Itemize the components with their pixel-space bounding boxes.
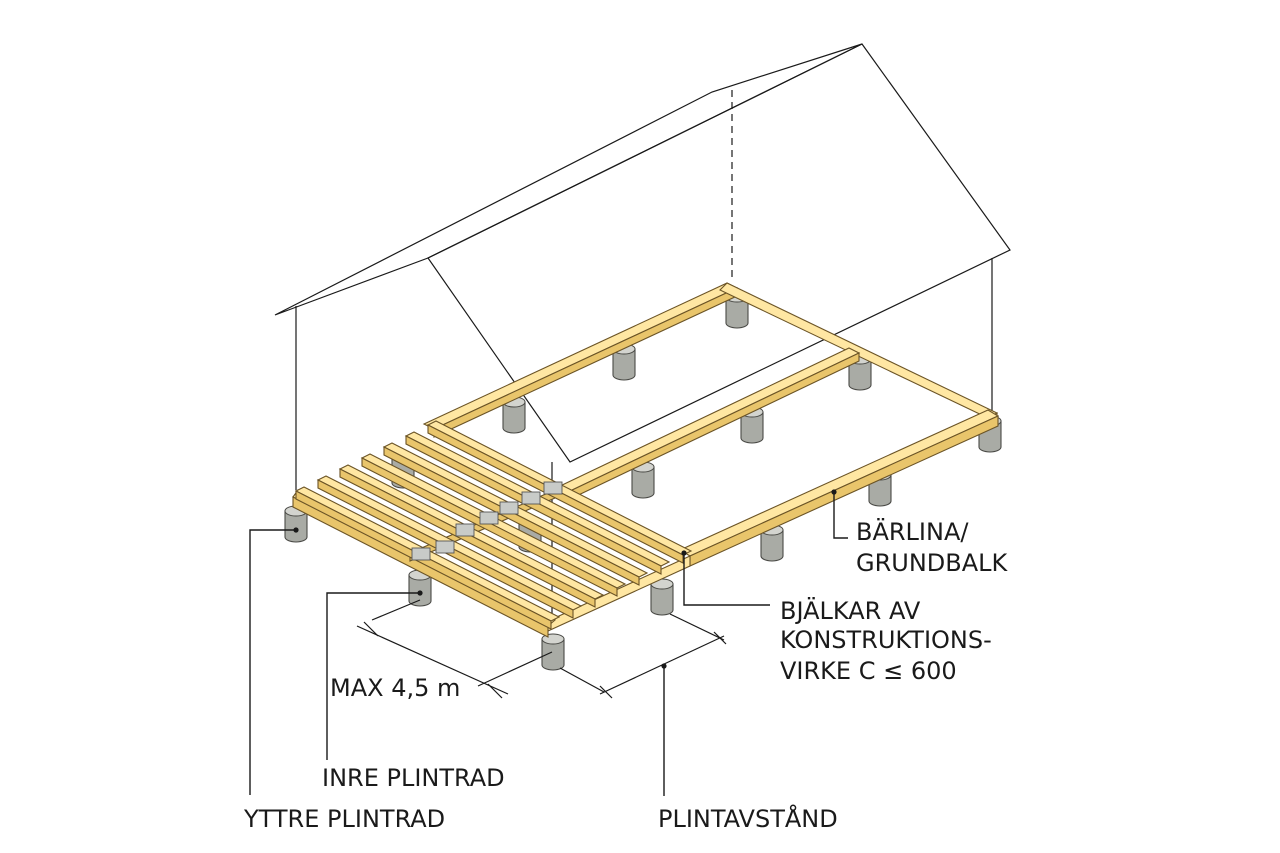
leader-bjalkar <box>683 553 770 606</box>
label-bjalkar-3: VIRKE C ≤ 600 <box>780 657 957 685</box>
middle-beam-top <box>556 347 861 493</box>
plinth-body <box>284 510 308 543</box>
bracket <box>479 511 499 525</box>
house-outline <box>274 43 1011 625</box>
dimension-plintavstand <box>559 613 727 699</box>
plinth-body <box>502 401 526 434</box>
plinth-body <box>650 583 674 616</box>
bracket <box>455 523 475 537</box>
back-beam-top <box>422 282 739 430</box>
plinth-body <box>612 348 636 381</box>
plinth-body <box>725 296 749 329</box>
plinth-body <box>848 358 872 391</box>
leader-yttre <box>249 529 296 795</box>
label-max-span: MAX 4,5 m <box>330 674 460 702</box>
dim-ext-right <box>669 613 725 641</box>
joist-side <box>405 435 662 575</box>
middle-beam-side <box>567 352 860 501</box>
plinth <box>650 578 674 616</box>
plinth <box>541 633 565 671</box>
label-bjalkar-1: BJÄLKAR AV <box>780 596 921 625</box>
bracket <box>411 547 431 561</box>
label-bjalkar-2: KONSTRUKTIONS- <box>780 626 992 654</box>
bracket <box>521 491 541 505</box>
dim-tick <box>487 683 503 699</box>
dim-tick <box>363 621 379 637</box>
bracket <box>499 501 519 515</box>
joist-brackets <box>411 481 563 561</box>
labels: BÄRLINA/ GRUNDBALK BJÄLKAR AV KONSTRUKTI… <box>243 517 1009 833</box>
label-inre-plintrad: INRE PLINTRAD <box>322 764 505 792</box>
back-beam-side <box>433 287 738 438</box>
plinth-body <box>868 474 892 507</box>
leader-inre <box>326 592 420 760</box>
dim-ext-left <box>559 667 605 693</box>
dim-span-line <box>356 625 509 695</box>
bracket <box>543 481 563 495</box>
label-plintavstand: PLINTAVSTÅND <box>658 804 838 833</box>
label-barlina-2: GRUNDBALK <box>856 549 1009 577</box>
leader-lines <box>249 489 848 796</box>
joist-side <box>339 468 596 608</box>
label-yttre-plintrad: YTTRE PLINTRAD <box>243 805 445 833</box>
dim-ext-left <box>371 599 421 621</box>
roof-right-slope <box>427 43 1011 463</box>
joist-side <box>383 446 640 586</box>
dimension-max-span <box>356 599 553 699</box>
dim-span-line-right <box>477 651 553 687</box>
label-barlina-1: BÄRLINA/ <box>856 517 969 546</box>
dim-tick <box>599 685 613 699</box>
roof-left-slope <box>274 43 863 316</box>
leader-barlina <box>833 492 848 539</box>
dim-tick <box>713 631 727 645</box>
plinth-body <box>631 466 655 499</box>
plinth-body <box>760 529 784 562</box>
joist-side <box>361 457 618 597</box>
plinth-body <box>740 411 764 444</box>
plinth-body <box>541 638 565 671</box>
bracket <box>435 540 455 554</box>
